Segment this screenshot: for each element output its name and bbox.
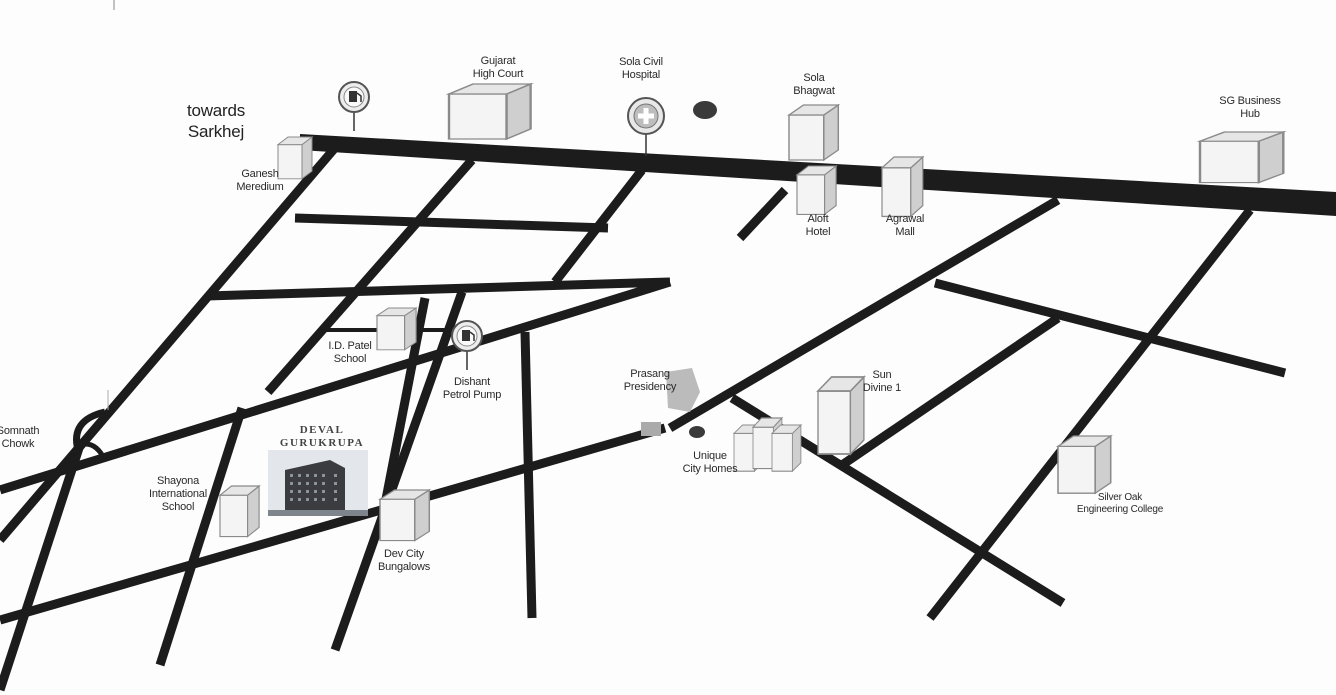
label-line: Sola bbox=[803, 72, 825, 84]
label-line: Hotel bbox=[805, 226, 831, 238]
presidency-marker bbox=[666, 368, 700, 412]
towards-line1: towards bbox=[186, 101, 246, 120]
label-line: Sola Civil bbox=[619, 56, 663, 68]
building-icon bbox=[379, 489, 431, 542]
label-line: Presidency bbox=[623, 381, 677, 393]
label-line: Agrawal bbox=[885, 213, 925, 225]
label-line: Hospital bbox=[621, 69, 661, 81]
smudge-marks bbox=[641, 101, 717, 438]
building-icon bbox=[796, 165, 837, 215]
label-unique-city-homes: Unique City Homes bbox=[683, 450, 738, 476]
label-line: Dishant bbox=[454, 376, 490, 388]
label-line: Ganesh bbox=[241, 168, 279, 180]
building-icon bbox=[771, 424, 802, 472]
project-title-line2: GURUKRUPA bbox=[279, 437, 365, 449]
label-line: Silver Oak bbox=[1097, 492, 1143, 503]
label-line: Aloft bbox=[807, 213, 829, 225]
building-icon bbox=[219, 485, 260, 538]
label-line: Engineering College bbox=[1076, 504, 1164, 515]
label-silver-oak-college: Silver Oak Engineering College bbox=[1077, 492, 1163, 516]
petrol-pump-icon bbox=[451, 320, 483, 371]
label-somnath-chowk: Somnath Chowk bbox=[0, 425, 40, 451]
label-sola-bhagwat: Sola Bhagwat bbox=[793, 72, 835, 98]
building-icon bbox=[376, 307, 417, 351]
project-building-image bbox=[268, 450, 368, 516]
label-line: High Court bbox=[472, 68, 524, 80]
label-dishant-petrol-pump: Dishant Petrol Pump bbox=[442, 376, 502, 402]
label-line: Dev City bbox=[384, 548, 424, 560]
label-id-patel-school: I.D. Patel School bbox=[328, 340, 371, 366]
towards-line2: Sarkhej bbox=[187, 122, 245, 141]
label-sg-business-hub: SG Business Hub bbox=[1219, 95, 1281, 121]
building-icon bbox=[788, 104, 840, 161]
label-line: Sun bbox=[872, 369, 892, 381]
label-aloft-hotel: Aloft Hotel bbox=[806, 213, 831, 239]
label-gujarat-high-court: Gujarat High Court bbox=[473, 55, 524, 81]
building-icon bbox=[881, 156, 924, 218]
label-line: School bbox=[333, 353, 367, 365]
label-line: Prasang bbox=[630, 368, 670, 380]
label-line: Mall bbox=[895, 226, 915, 238]
label-line: School bbox=[161, 501, 195, 513]
label-line: Unique bbox=[693, 450, 727, 462]
label-line: Hub bbox=[1240, 108, 1260, 120]
petrol-pump-icon bbox=[338, 81, 370, 132]
label-line: Bhagwat bbox=[793, 85, 835, 97]
hospital-icon bbox=[627, 97, 665, 156]
label-line: Somnath bbox=[0, 425, 40, 437]
building-icon bbox=[1057, 435, 1112, 494]
label-line: I.D. Patel bbox=[328, 340, 372, 352]
label-line: Bungalows bbox=[377, 561, 431, 573]
building-icon bbox=[447, 82, 532, 141]
label-sun-divine: Sun Divine 1 bbox=[863, 369, 901, 395]
building-icon bbox=[1198, 130, 1285, 184]
local-roads bbox=[0, 139, 1287, 692]
label-ganesh-meredium: Ganesh Meredium bbox=[236, 168, 284, 194]
label-prasang-presidency: Prasang Presidency bbox=[623, 368, 677, 394]
label-line: International bbox=[149, 488, 207, 500]
label-agrawal-mall: Agrawal Mall bbox=[885, 213, 925, 239]
label-line: Gujarat bbox=[480, 55, 516, 67]
label-line: Petrol Pump bbox=[442, 389, 502, 401]
label-sola-civil-hospital: Sola Civil Hospital bbox=[619, 56, 663, 82]
building-icon bbox=[817, 376, 865, 455]
label-line: Shayona bbox=[156, 475, 200, 487]
project-title: DEVAL GURUKRUPA bbox=[280, 424, 364, 450]
label-line: City Homes bbox=[682, 463, 738, 475]
towards-sarkhej-label: towards Sarkhej bbox=[187, 100, 245, 142]
label-line: Chowk bbox=[1, 438, 35, 450]
label-line: Meredium bbox=[236, 181, 284, 193]
label-line: Divine 1 bbox=[862, 382, 902, 394]
project-title-line1: DEVAL bbox=[299, 424, 345, 436]
label-dev-city-bungalows: Dev City Bungalows bbox=[378, 548, 430, 574]
label-line: SG Business bbox=[1219, 95, 1281, 107]
label-shayona-school: Shayona International School bbox=[149, 475, 207, 514]
